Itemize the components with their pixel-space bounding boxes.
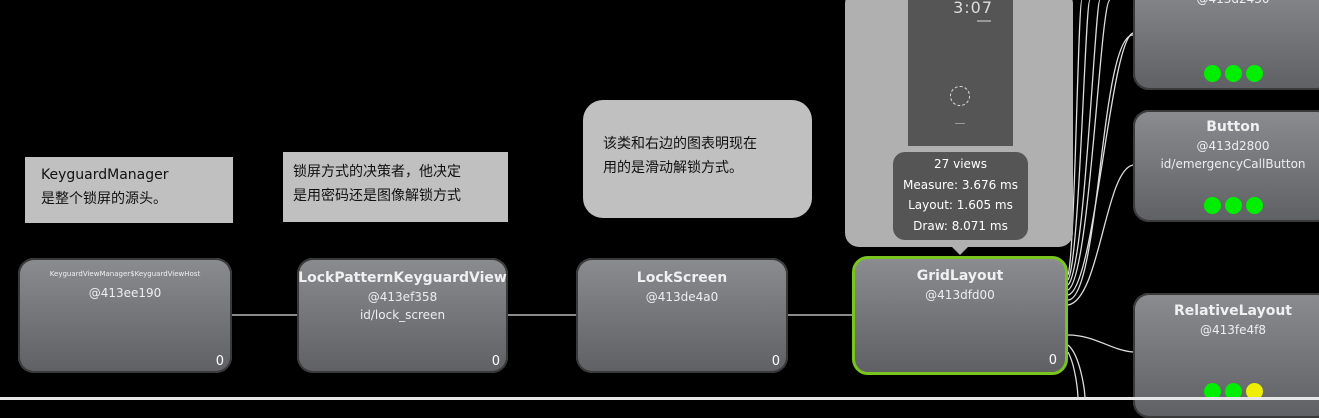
view-node-lock-pattern[interactable]: LockPatternKeyguardView @413ef358 id/loc… xyxy=(297,258,508,373)
view-node-lockscreen[interactable]: LockScreen @413de4a0 0 xyxy=(576,258,788,373)
views-count: 27 views xyxy=(934,157,987,171)
status-dot xyxy=(1245,197,1263,214)
node-title: GridLayout xyxy=(916,268,1004,284)
node-title: RelativeLayout xyxy=(1174,303,1292,319)
status-dot xyxy=(1203,65,1221,82)
node-count: 0 xyxy=(491,354,500,369)
bottom-edge xyxy=(0,397,1319,400)
status-dots xyxy=(1133,65,1319,82)
preview-clock: 3:07 xyxy=(953,0,993,17)
node-title: LockScreen xyxy=(636,270,728,286)
view-node-gridlayout[interactable]: GridLayout @413dfd00 0 xyxy=(852,256,1068,375)
note-line: 锁屏方式的决策者，他决定 xyxy=(293,164,461,180)
preview-popup: 3:07 27 views Measure: 3.676 ms Layout: … xyxy=(845,0,1073,255)
node-title: Button xyxy=(1206,119,1260,135)
node-resource-id: id/lock_screen xyxy=(359,308,446,322)
note-line: KeyguardManager xyxy=(41,167,169,183)
node-count: 0 xyxy=(771,354,780,369)
node-id: @413ef358 xyxy=(367,290,438,304)
phone-preview: 3:07 xyxy=(908,0,1013,146)
measure-time: Measure: 3.676 ms xyxy=(903,177,1018,192)
status-dots xyxy=(1133,197,1319,214)
node-id: @413de4a0 xyxy=(645,290,719,304)
note-line: 用的是滑动解锁方式。 xyxy=(603,160,743,176)
status-dot xyxy=(1224,383,1242,400)
note-keyguard-manager: KeyguardManager 是整个锁屏的源头。 xyxy=(25,157,233,223)
node-id: @413ee190 xyxy=(88,286,162,300)
status-dot xyxy=(1245,383,1263,400)
status-dot xyxy=(1224,65,1242,82)
note-lock-pattern: 锁屏方式的决策者，他决定 是用密码还是图像解锁方式 xyxy=(283,152,508,222)
node-title: LockPatternKeyguardView xyxy=(298,270,507,286)
view-node-keyguard-host[interactable]: KeyguardViewManager$KeyguardViewHost @41… xyxy=(18,258,232,373)
node-title: KeyguardViewManager$KeyguardViewHost xyxy=(49,270,201,278)
note-line: 是用密码还是图像解锁方式 xyxy=(293,188,461,204)
status-dot xyxy=(1203,383,1221,400)
layout-time: Layout: 1.605 ms xyxy=(908,198,1013,212)
node-resource-id: id/emergencyCallButton xyxy=(1160,157,1306,171)
connector-lines xyxy=(232,0,1134,400)
status-dot xyxy=(1245,65,1263,82)
note-lockscreen: 该类和右边的图表明现在 用的是滑动解锁方式。 xyxy=(583,100,812,218)
status-dots xyxy=(1133,383,1319,400)
render-stats: 27 views Measure: 3.676 ms Layout: 1.605… xyxy=(893,152,1028,240)
node-count: 0 xyxy=(215,354,224,369)
status-dot xyxy=(1203,197,1221,214)
node-id: @413dfd00 xyxy=(925,288,995,302)
preview-date xyxy=(977,20,991,22)
view-node-child-1[interactable]: @413d2430 xyxy=(1133,0,1319,90)
preview-caption xyxy=(955,123,965,124)
status-dot xyxy=(1224,197,1242,214)
lock-icon xyxy=(950,86,970,106)
note-line: 是整个锁屏的源头。 xyxy=(41,191,167,207)
node-id: @413d2430 xyxy=(1133,0,1319,6)
popup-pointer xyxy=(952,247,968,255)
note-line: 该类和右边的图表明现在 xyxy=(603,136,757,152)
node-id: @413d2800 xyxy=(1196,139,1270,153)
draw-time: Draw: 8.071 ms xyxy=(913,218,1008,233)
node-count: 0 xyxy=(1048,353,1057,368)
view-node-emergency-button[interactable]: Button @413d2800 id/emergencyCallButton xyxy=(1133,110,1319,222)
node-id: @413fe4f8 xyxy=(1199,323,1266,337)
